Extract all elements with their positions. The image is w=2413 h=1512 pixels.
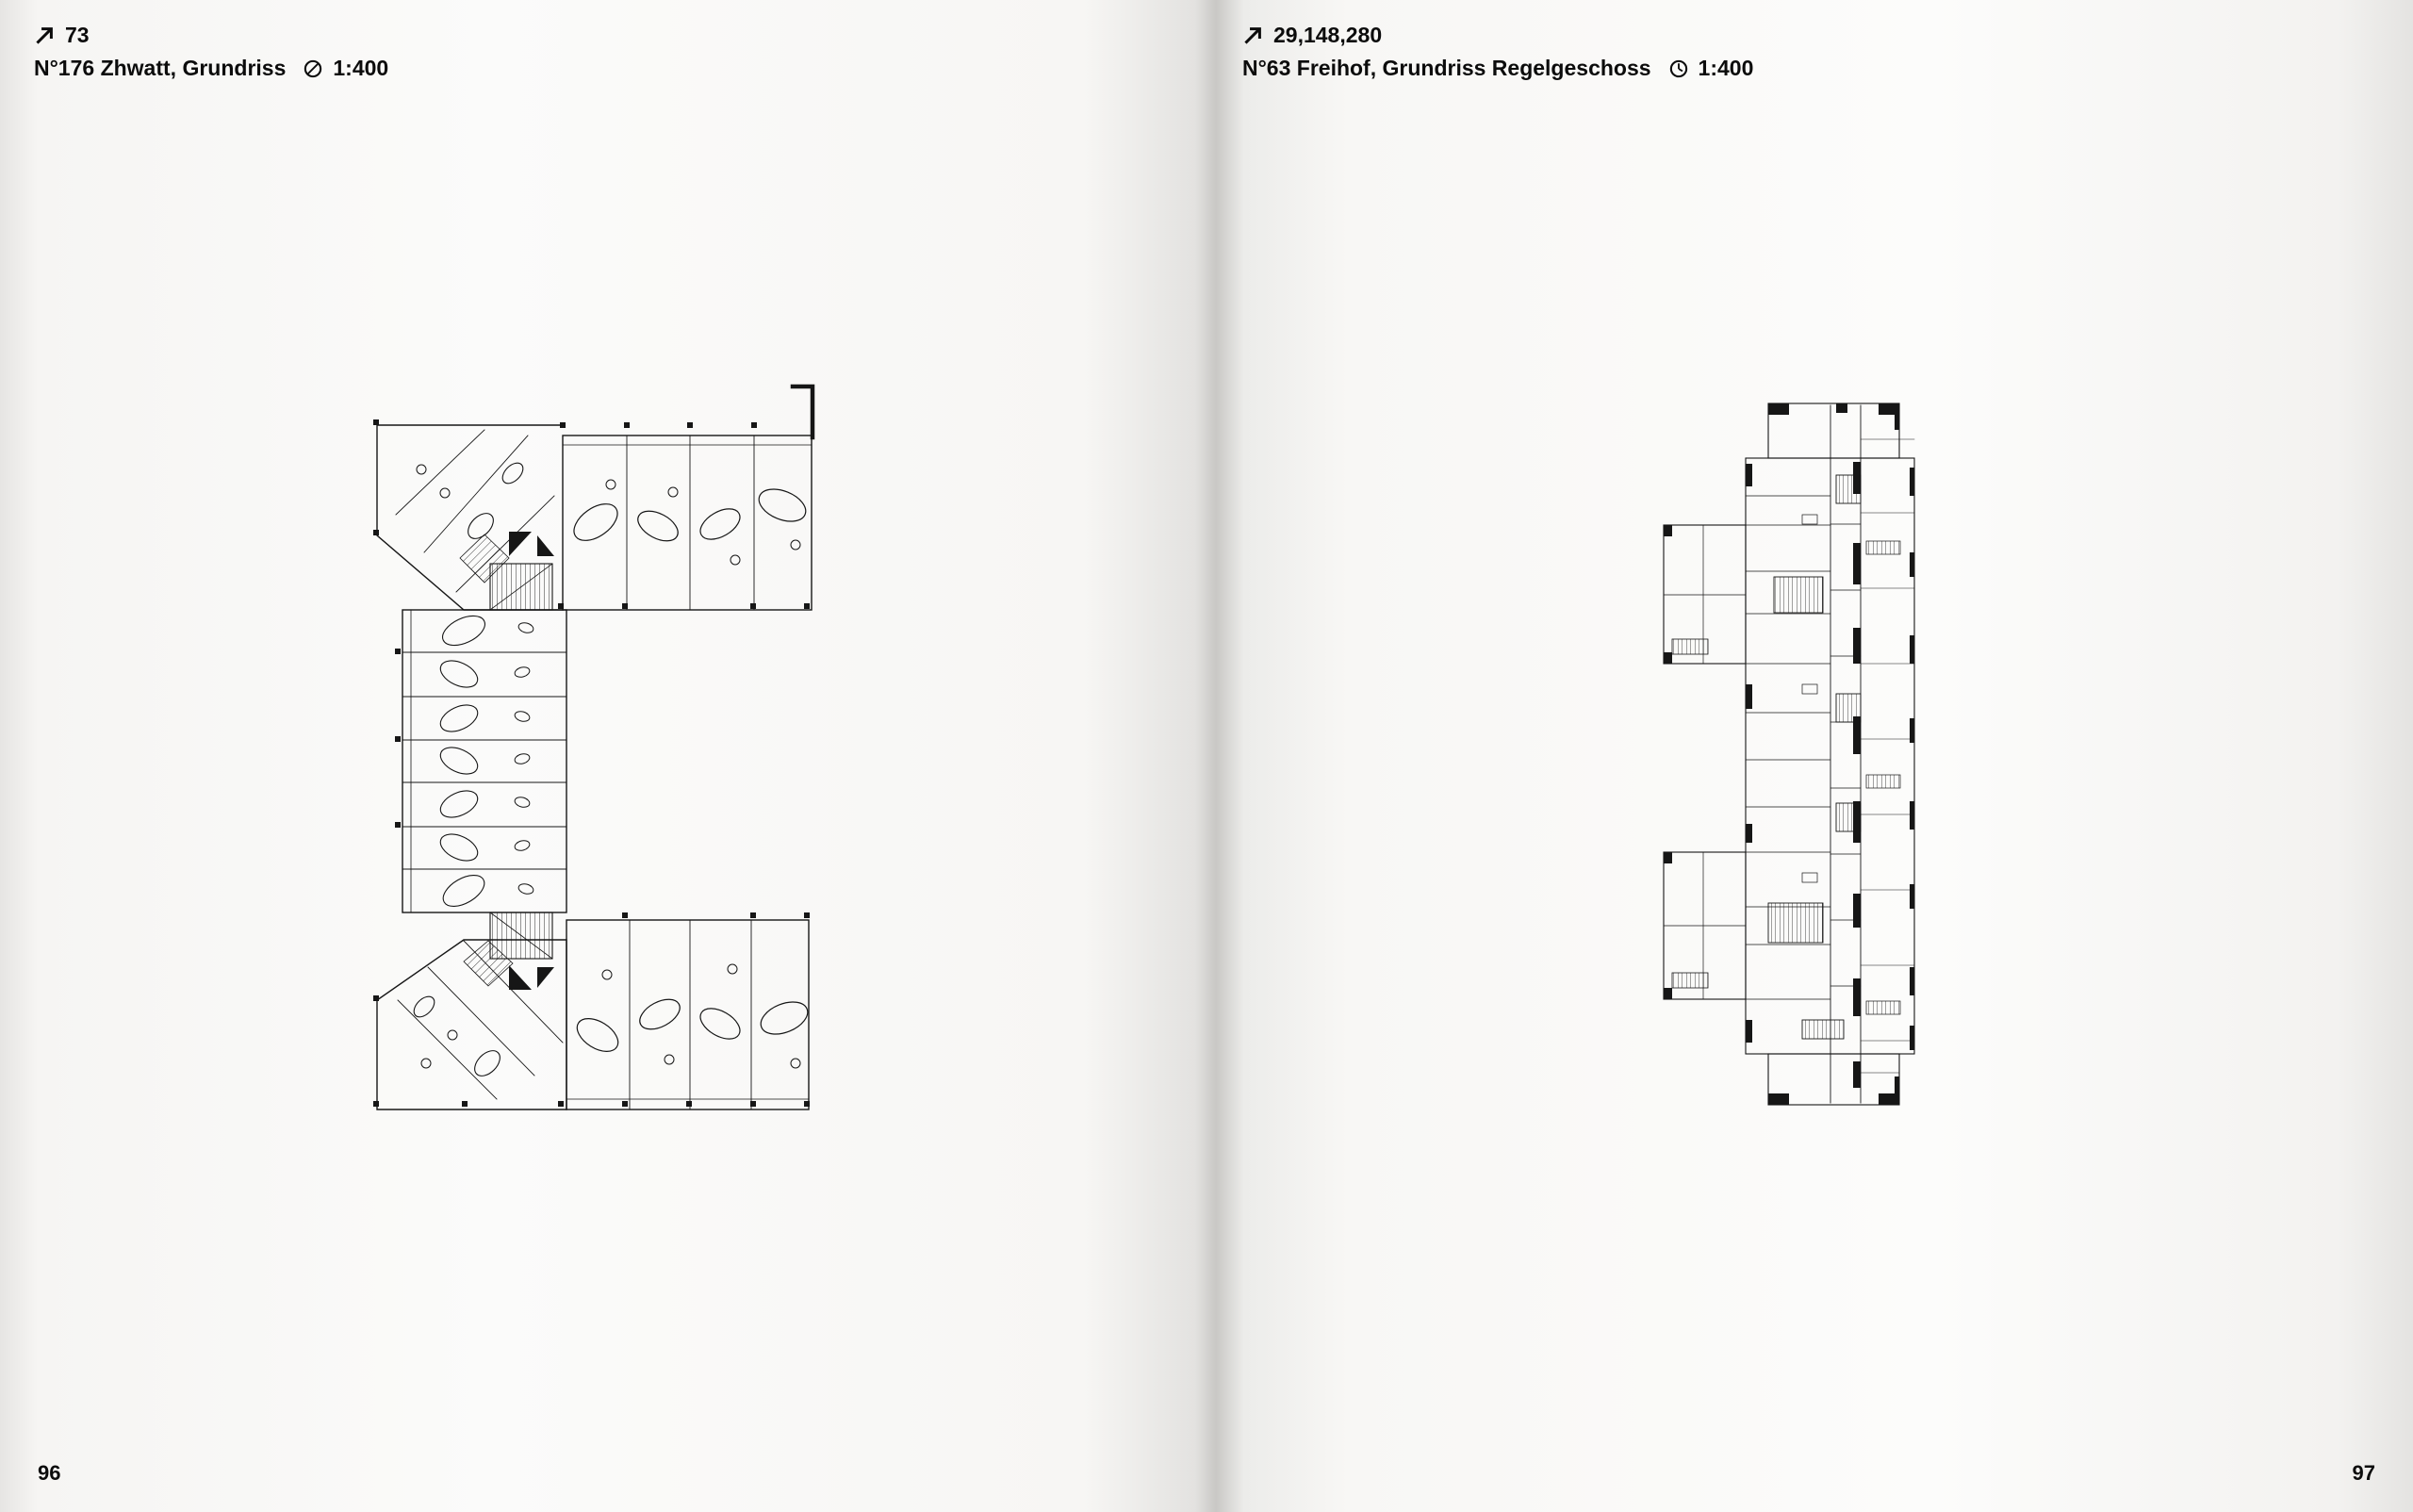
arrow-up-right-icon — [34, 25, 56, 46]
floor-plan-zhwatt-drawing — [373, 384, 815, 1110]
floor-plan-freihof — [1661, 402, 1920, 1109]
right-plan-caption: N°63 Freihof, Grundriss Regelgeschoss — [1242, 56, 1651, 80]
right-page-number: 97 — [2352, 1461, 2375, 1485]
left-page-number: 96 — [38, 1461, 61, 1485]
right-caption-row: N°63 Freihof, Grundriss Regelgeschoss 1:… — [1242, 58, 1753, 79]
left-plan-header: 73 N°176 Zhwatt, Grundriss 1:400 — [34, 25, 388, 79]
floor-plan-zhwatt — [369, 383, 831, 1132]
poche-walls — [1664, 403, 1914, 1105]
left-plan-caption: N°176 Zhwatt, Grundriss — [34, 56, 287, 80]
left-plan-scale: 1:400 — [333, 56, 389, 80]
clock-icon — [1668, 58, 1689, 79]
left-caption-row: N°176 Zhwatt, Grundriss 1:400 — [34, 58, 388, 79]
right-plan-header: 29,148,280 N°63 Freihof, Grundriss Regel… — [1242, 25, 1753, 79]
left-figure-ref: 73 — [65, 23, 90, 47]
left-figure-ref-row: 73 — [34, 25, 388, 46]
right-figure-ref-row: 29,148,280 — [1242, 25, 1753, 46]
right-figure-ref: 29,148,280 — [1273, 23, 1383, 47]
arrow-up-right-icon — [1242, 25, 1264, 46]
floor-plan-freihof-drawing — [1663, 403, 1915, 1106]
slashed-circle-icon — [303, 58, 323, 79]
column-marks — [373, 419, 810, 1107]
right-plan-scale: 1:400 — [1698, 56, 1754, 80]
